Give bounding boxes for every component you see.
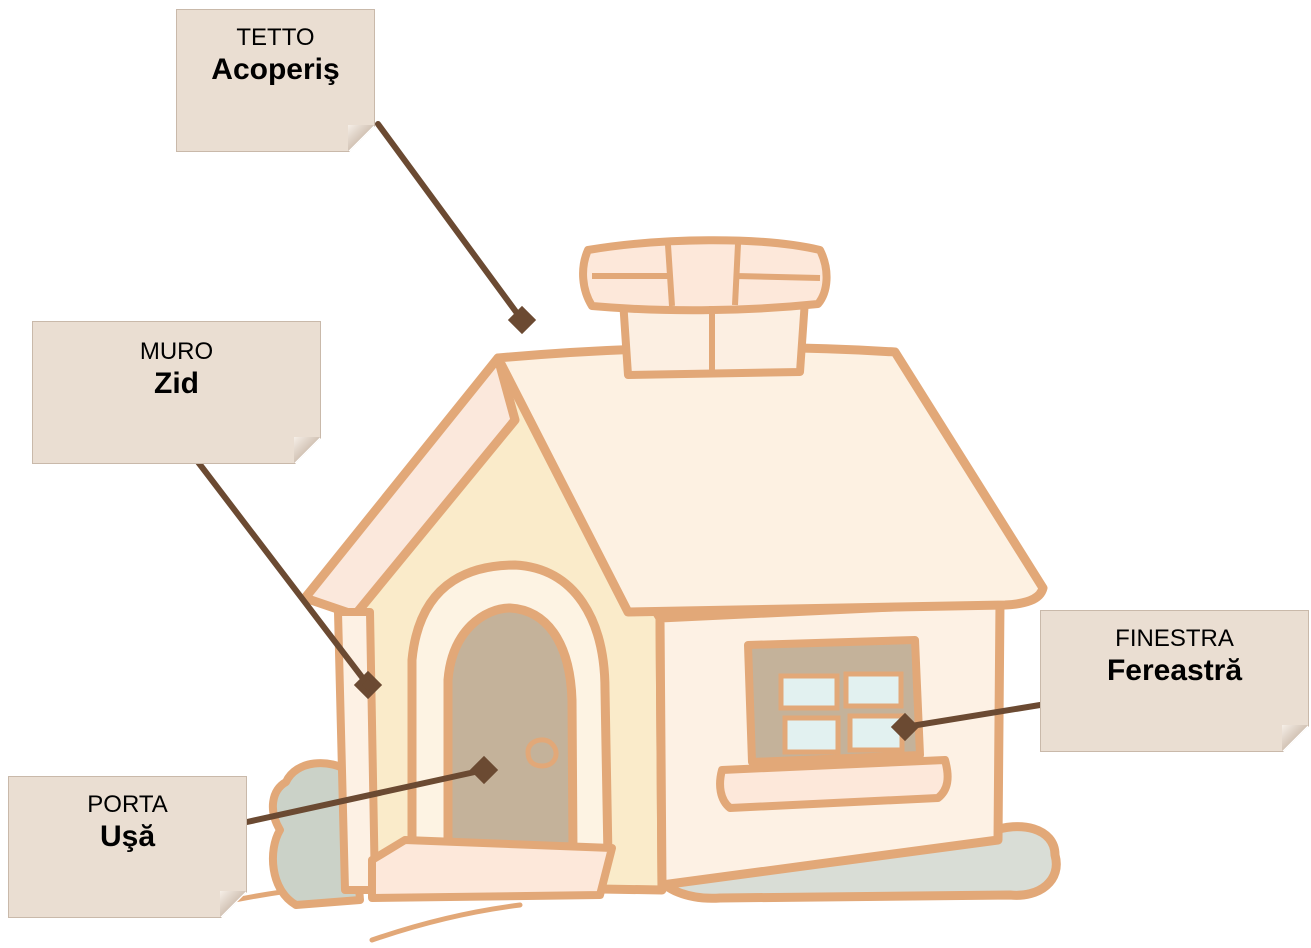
leader-door <box>244 767 487 825</box>
chimney-cap <box>579 236 831 315</box>
window-panes <box>778 671 905 755</box>
leader-lines <box>195 121 1043 825</box>
door <box>443 603 578 857</box>
label-door-romanian: Uşă <box>99 820 156 853</box>
label-window-italian: FINESTRA <box>1115 625 1234 652</box>
label-wall-italian: MURO <box>139 338 214 365</box>
left-bush <box>268 759 364 909</box>
label-door-italian: PORTA <box>87 791 168 818</box>
label-roof-romanian: Acoperiş <box>211 53 340 86</box>
leader-roof <box>375 121 525 323</box>
roof <box>493 342 1048 617</box>
leader-wall <box>195 459 371 688</box>
label-roof-italian: TETTO <box>236 24 315 51</box>
label-note-door: PORTA Uşă <box>8 776 247 918</box>
window-sill <box>716 756 952 812</box>
door-knob <box>525 737 559 769</box>
label-note-roof: TETTO Acoperiş <box>176 9 375 152</box>
label-note-wall: MURO Zid <box>32 321 321 464</box>
label-note-window: FINESTRA Fereastră <box>1040 610 1309 752</box>
doorstep <box>368 836 616 902</box>
label-window-romanian: Fereastră <box>1106 654 1243 687</box>
leader-window <box>902 702 1043 730</box>
label-wall-romanian: Zid <box>154 367 199 400</box>
